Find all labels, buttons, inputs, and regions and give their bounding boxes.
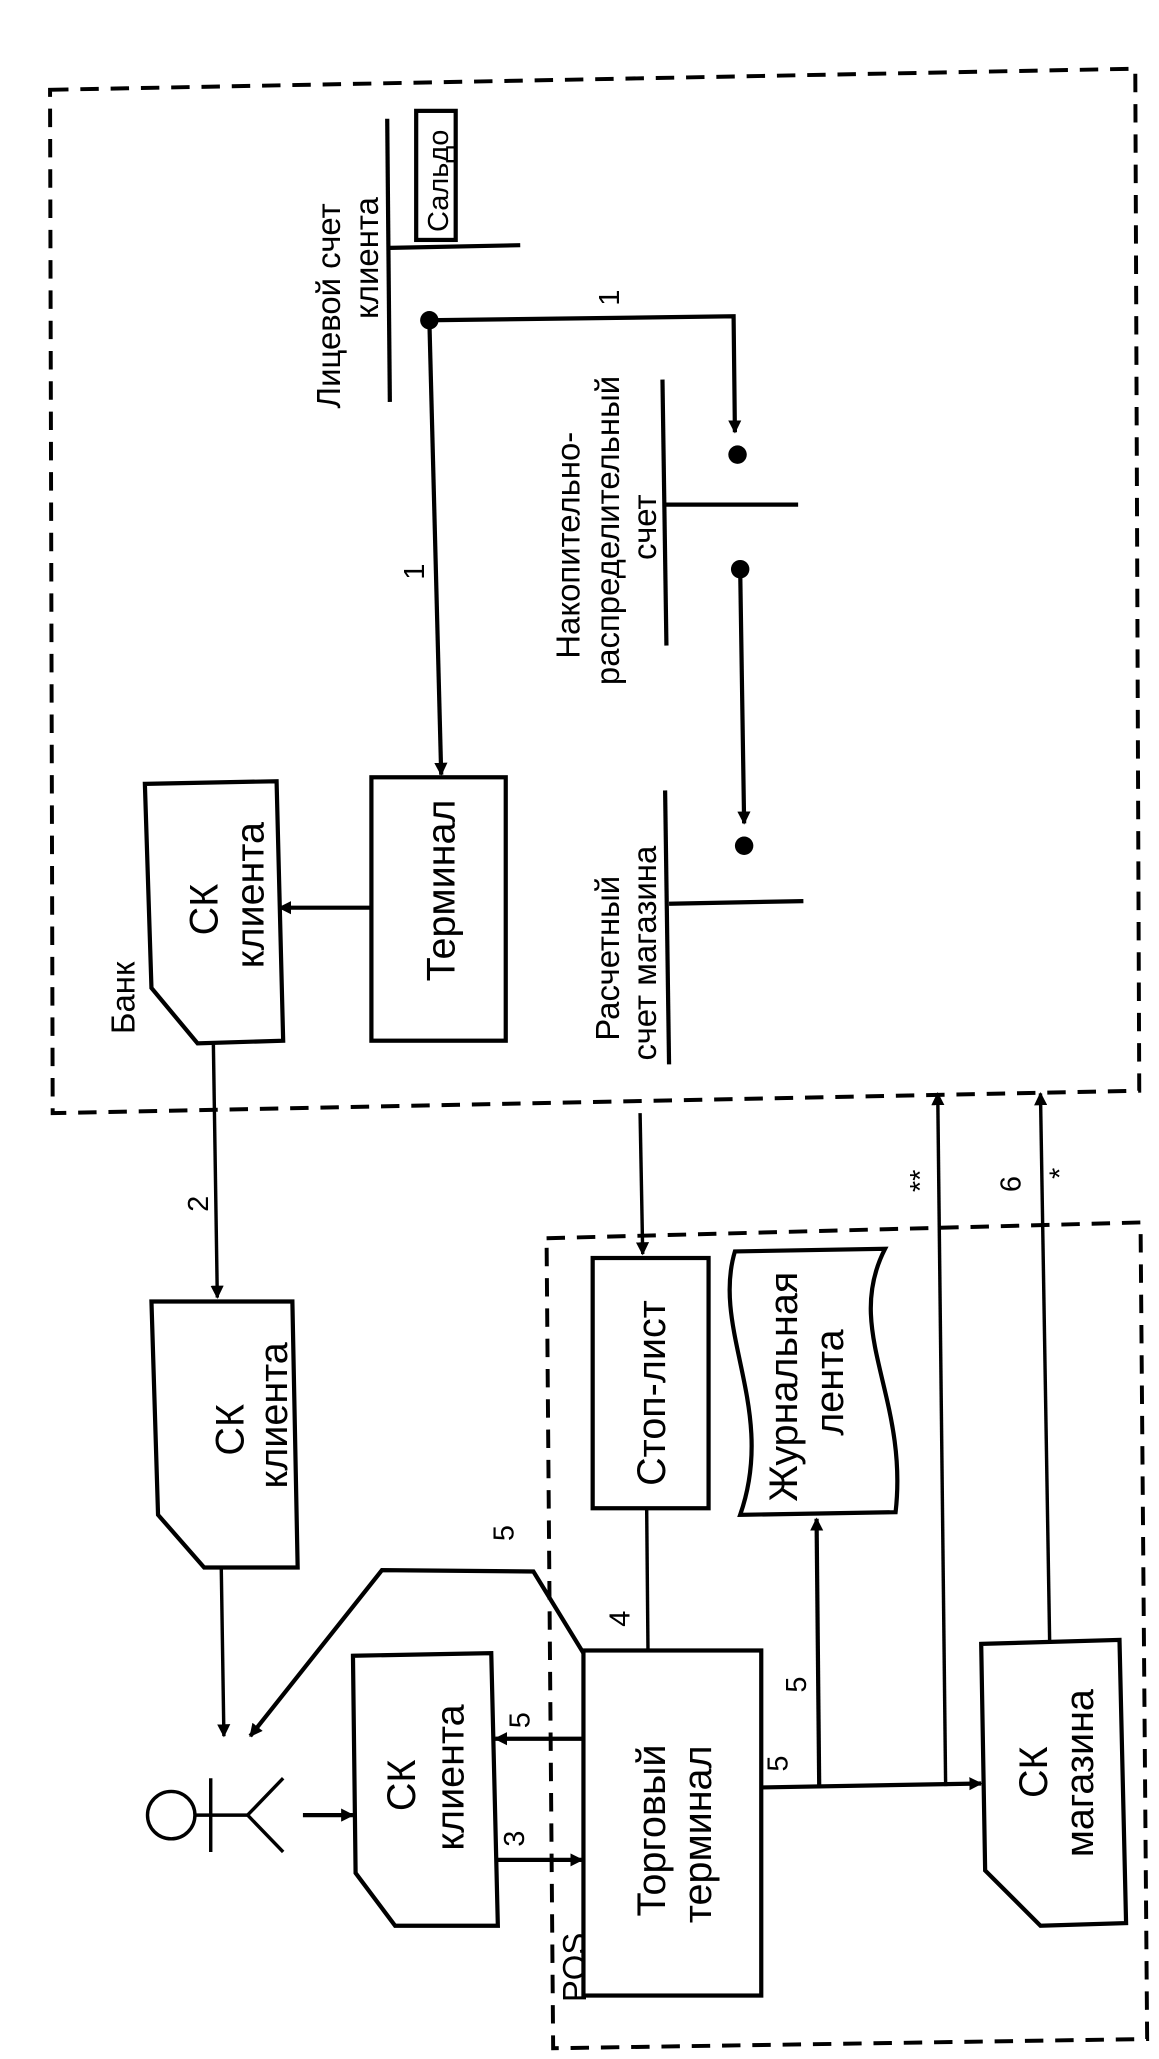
client-card-label-1: СК <box>380 1760 424 1812</box>
edge-trade-to-actor <box>248 1568 586 1738</box>
journal-tape-shape <box>727 1246 900 1517</box>
edge-shop-card-to-bank <box>1034 1092 1052 1644</box>
bank-region-label: Банк <box>104 961 141 1034</box>
transit-card-label-1: СК <box>209 1404 253 1456</box>
pos-region-border <box>544 1220 1150 2051</box>
bank-card-label-1: СК <box>182 884 226 936</box>
edge-label-3: 3 <box>499 1831 531 1847</box>
edge-label-5-card: 5 <box>504 1712 536 1728</box>
edge-accum-to-shop-account <box>737 569 751 825</box>
bank-region-border <box>48 66 1142 1116</box>
edge-double-star-to-bank <box>931 1092 948 1787</box>
shop-account-label-2: счет магазина <box>626 845 663 1060</box>
client-account-label-1: Лицевой счет <box>310 203 347 408</box>
edge-bank-card-to-transit <box>210 1043 224 1299</box>
stop-list-box <box>590 1255 711 1511</box>
shop-card-box <box>979 1637 1129 1928</box>
client-actor-icon <box>145 1777 285 1854</box>
trade-terminal-label-1: Торговый <box>630 1745 674 1917</box>
client-card-box <box>350 1650 501 1928</box>
shop-card-label-2: магазина <box>1058 1689 1102 1857</box>
journal-label-2: лента <box>808 1329 852 1435</box>
accumulation-account: Накопительно- распределительный счет <box>550 376 799 685</box>
edge-label-6: 6 <box>996 1176 1028 1192</box>
accum-label-2: распределительный <box>589 376 626 685</box>
client-card-label-2: клиента <box>429 1704 473 1850</box>
transit-card-box <box>149 1299 300 1570</box>
edge-label-2: 2 <box>183 1196 215 1212</box>
edge-label-5-journal: 5 <box>781 1677 813 1693</box>
client-account: Сальдо Лицевой счет клиента <box>310 108 521 409</box>
journal-label-1: Журнальная <box>762 1272 806 1502</box>
saldo-box <box>414 108 458 243</box>
client-account-label-2: клиента <box>348 196 385 319</box>
trade-terminal-box <box>581 1648 764 1998</box>
bank-card-box <box>142 779 286 1046</box>
edge-label-5-actor: 5 <box>489 1525 521 1541</box>
stop-list-label: Стоп-лист <box>630 1300 674 1486</box>
bank-terminal-label: Терминал <box>419 800 463 982</box>
bank-terminal-box <box>369 775 508 1043</box>
transit-card-label-2: клиента <box>252 1342 296 1488</box>
edge-transit-to-actor <box>217 1567 231 1738</box>
bank-card-label-2: клиента <box>228 822 272 968</box>
shop-account-label-1: Расчетный <box>589 876 626 1041</box>
shop-settlement-account: Расчетный счет магазина <box>589 790 804 1065</box>
edge-account-to-terminal <box>427 320 448 776</box>
edge-label-star: * <box>1044 1168 1076 1179</box>
edge-bank-to-stoplist <box>635 1113 650 1256</box>
edge-label-4: 4 <box>605 1611 637 1627</box>
trade-terminal-label-2: терминал <box>676 1745 720 1923</box>
saldo-label: Сальдо <box>423 130 455 232</box>
edge-trade-to-stoplist <box>644 1508 650 1651</box>
edge-label-1-left: 1 <box>399 564 431 580</box>
edge-label-1-top: 1 <box>594 290 626 306</box>
accum-label-3: счет <box>626 494 663 560</box>
edge-label-5-bus: 5 <box>763 1756 795 1772</box>
shop-card-label-1: СК <box>1012 1746 1056 1798</box>
edge-label-double-star: ** <box>905 1170 937 1193</box>
accum-label-1: Накопительно- <box>550 432 587 659</box>
edge-account-to-accum <box>429 314 742 434</box>
edge-trade-to-shop-card <box>761 1777 983 1791</box>
edge-trade-to-journal <box>810 1517 824 1787</box>
